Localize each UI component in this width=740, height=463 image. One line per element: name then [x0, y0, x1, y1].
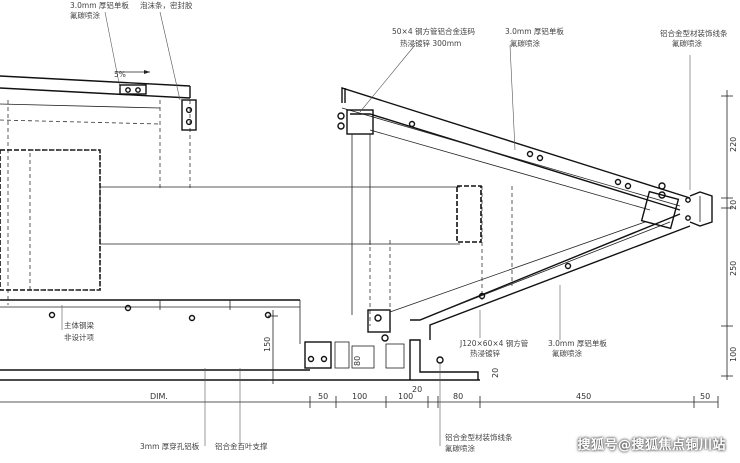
note-top-left-1: 3.0mm 厚铝单板	[70, 0, 129, 10]
fasteners	[337, 112, 691, 342]
dim-vl-0: 150	[263, 337, 272, 352]
note-bottom-3-2: 氟碳喷涂	[445, 443, 475, 453]
note-panel-2: 氟碳喷涂	[510, 38, 540, 48]
dim-h-1: 50	[318, 392, 328, 401]
note-steel-2: 非设计项	[64, 332, 94, 342]
dimension-chain-left	[268, 310, 278, 384]
dim-h-5: 80	[453, 392, 463, 401]
note-tube-1: J120×60×4 钢方管	[459, 338, 529, 348]
dimension-texts: DIM. 50 100 100 20 80 450 50 220 20 250 …	[150, 137, 738, 401]
dim-h-0: DIM.	[150, 392, 168, 401]
note-top-mid-1: 50×4 钢方管铝合金连码	[392, 26, 475, 36]
note-top-left-3: 泡沫条，密封胶	[140, 0, 193, 10]
dim-vl-1: 80	[353, 356, 362, 366]
dimension-chain-bottom	[0, 396, 719, 408]
note-lower-panel-1: 3.0mm 厚铝单板	[548, 338, 607, 348]
note-bottom-2: 铝合金百叶支撑	[215, 441, 268, 451]
triangle-frame	[341, 87, 713, 340]
dim-v-2: 250	[729, 261, 738, 276]
note-panel-1: 3.0mm 厚铝单板	[505, 26, 564, 36]
leader-lines	[61, 11, 691, 446]
slope-label: 5%	[114, 70, 126, 79]
dim-v-0: 220	[729, 137, 738, 152]
note-lower-panel-2: 氟碳喷涂	[552, 348, 582, 358]
note-bottom-1: 3mm 厚穿孔铝板	[140, 441, 200, 451]
dim-h-7: 50	[700, 392, 710, 401]
dim-h-2: 100	[352, 392, 367, 401]
note-far-right-1: 铝合金型材装饰线条	[660, 28, 728, 38]
dimension-chain-right	[721, 90, 733, 380]
dim-h-4: 20	[412, 385, 422, 394]
dim-h-6: 450	[576, 392, 591, 401]
note-bottom-3-1: 铝合金型材装饰线条	[445, 432, 513, 442]
dim-h-3: 100	[398, 392, 413, 401]
dim-v-1: 20	[729, 200, 738, 210]
note-top-mid-2: 热浸镀锌 300mm	[400, 38, 461, 48]
annotation-texts: 3.0mm 厚铝单板 氟碳喷涂 泡沫条，密封胶 5% 50×4 钢方管铝合金连码…	[64, 0, 728, 453]
note-steel-1: 主体钢梁	[64, 320, 94, 330]
dim-v-3: 100	[729, 347, 738, 362]
dim-vl-2: 20	[491, 368, 500, 378]
note-far-right-2: 氟碳喷涂	[672, 38, 702, 48]
watermark: 搜狐号@搜狐焦点铜川站	[577, 438, 726, 453]
note-tube-2: 热浸镀锌	[470, 348, 500, 358]
note-top-left-2: 氟碳喷涂	[70, 10, 100, 20]
left-canopy	[0, 70, 197, 305]
